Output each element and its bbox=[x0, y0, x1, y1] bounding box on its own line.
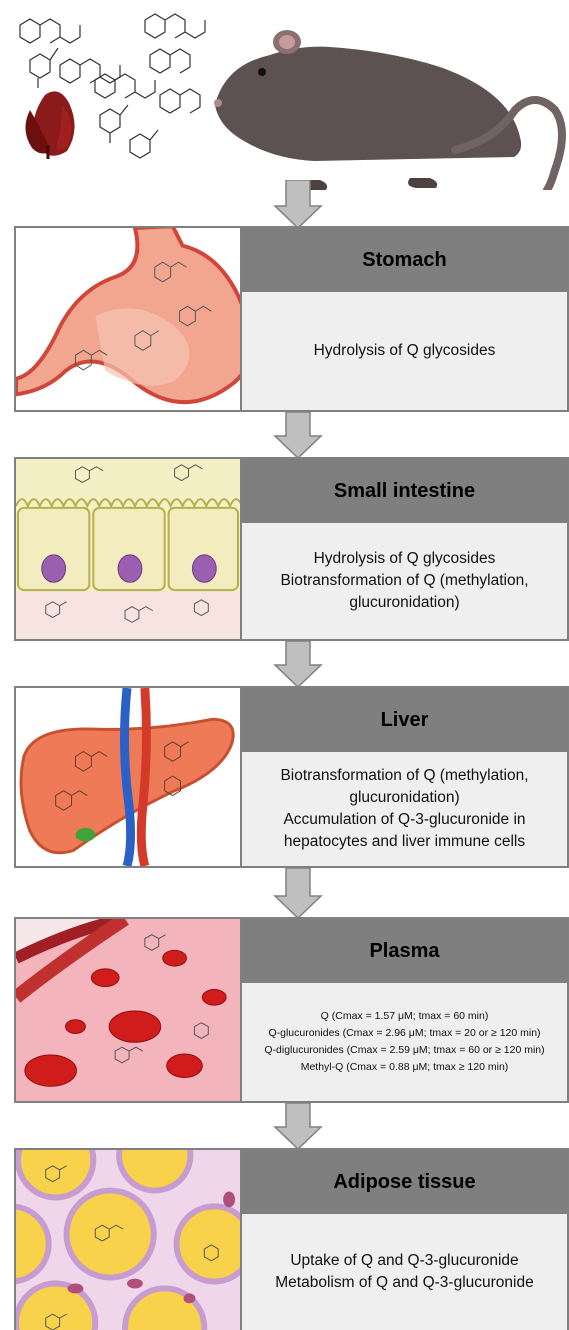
stomach-illustration bbox=[16, 228, 242, 410]
flow-arrow bbox=[273, 868, 323, 918]
flow-arrow bbox=[273, 641, 323, 687]
description-line: hepatocytes and liver immune cells bbox=[284, 831, 525, 853]
stage-description: Biotransformation of Q (methylation, glu… bbox=[242, 752, 567, 866]
description-line: Uptake of Q and Q-3-glucuronide bbox=[290, 1250, 518, 1272]
stage-description: Uptake of Q and Q-3-glucuronide Metaboli… bbox=[242, 1214, 567, 1330]
stage-stomach: Stomach Hydrolysis of Q glycosides bbox=[14, 226, 569, 412]
stage-small-intestine: Small intestine Hydrolysis of Q glycosid… bbox=[14, 457, 569, 641]
stage-description: Hydrolysis of Q glycosides bbox=[242, 292, 567, 410]
stage-description: Q (Cmax = 1.57 μM; tmax = 60 min) Q-gluc… bbox=[242, 983, 567, 1101]
stage-liver: Liver Biotransformation of Q (methylatio… bbox=[14, 686, 569, 868]
stage-title: Adipose tissue bbox=[242, 1150, 567, 1214]
liver-illustration bbox=[16, 688, 242, 866]
description-line: glucuronidation) bbox=[349, 787, 459, 809]
stage-title: Liver bbox=[242, 688, 567, 752]
flow-arrow bbox=[273, 412, 323, 458]
stage-title: Small intestine bbox=[242, 459, 567, 523]
description-line: Biotransformation of Q (methylation, bbox=[280, 570, 528, 592]
stage-title: Stomach bbox=[242, 228, 567, 292]
description-line: Q-glucuronides (Cmax = 2.96 μM; tmax = 2… bbox=[268, 1025, 540, 1042]
description-line: Q-diglucuronides (Cmax = 2.59 μM; tmax =… bbox=[264, 1042, 544, 1059]
description-line: Q (Cmax = 1.57 μM; tmax = 60 min) bbox=[321, 1008, 489, 1025]
flower-icon bbox=[25, 91, 74, 159]
description-line: Biotransformation of Q (methylation, bbox=[280, 765, 528, 787]
intro-illustration bbox=[0, 0, 569, 190]
description-line: Methyl-Q (Cmax = 0.88 μM; tmax ≥ 120 min… bbox=[301, 1059, 509, 1076]
rat-icon bbox=[214, 30, 562, 190]
description-line: Metabolism of Q and Q-3-glucuronide bbox=[275, 1272, 533, 1294]
plasma-illustration bbox=[16, 919, 242, 1101]
intestine-illustration bbox=[16, 459, 242, 639]
description-line: Accumulation of Q-3-glucuronide in bbox=[283, 809, 525, 831]
description-line: Hydrolysis of Q glycosides bbox=[314, 548, 496, 570]
stage-adipose-tissue: Adipose tissue Uptake of Q and Q-3-glucu… bbox=[14, 1148, 569, 1330]
stage-title: Plasma bbox=[242, 919, 567, 983]
flow-arrow bbox=[273, 180, 323, 228]
description-line: glucuronidation) bbox=[349, 592, 459, 614]
adipose-illustration bbox=[16, 1150, 242, 1330]
stage-plasma: Plasma Q (Cmax = 1.57 μM; tmax = 60 min)… bbox=[14, 917, 569, 1103]
stage-description: Hydrolysis of Q glycosides Biotransforma… bbox=[242, 523, 567, 639]
flow-arrow bbox=[273, 1103, 323, 1149]
description-line: Hydrolysis of Q glycosides bbox=[314, 340, 496, 362]
